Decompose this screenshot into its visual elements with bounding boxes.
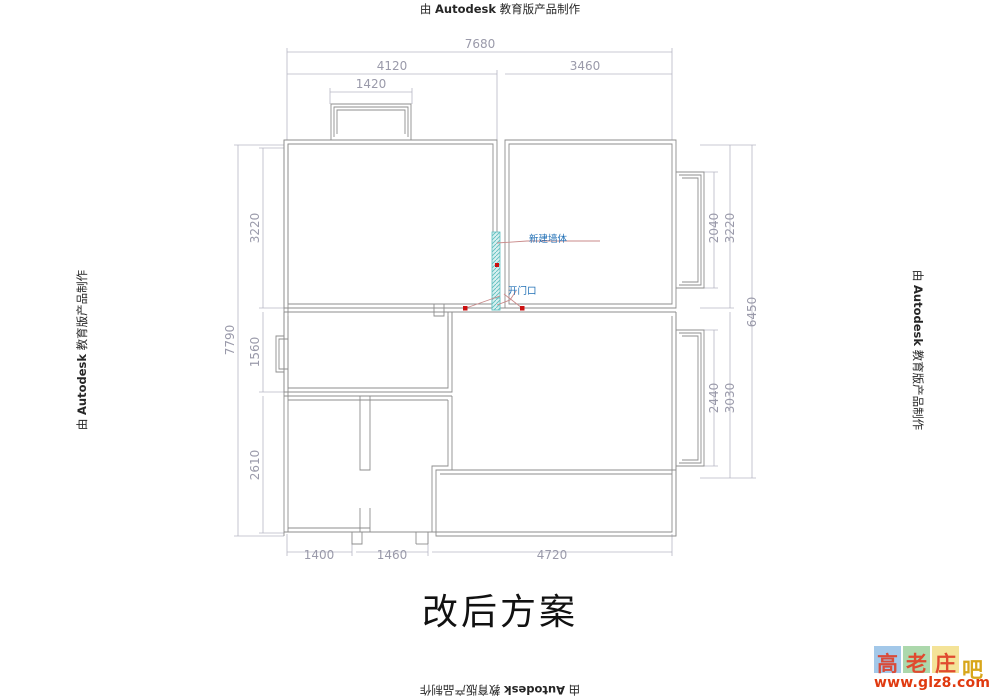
logo-square-2 — [903, 646, 930, 673]
dimension-bottom-left: 1400 — [304, 548, 335, 562]
dimension-lines — [234, 48, 756, 556]
dimension-right-lower-balcony: 2440 — [707, 383, 721, 414]
dimension-bottom-mid: 1460 — [377, 548, 408, 562]
annotation-leaders — [465, 240, 600, 309]
logo-url-text[interactable]: www.glz8.com — [874, 675, 991, 691]
annotation-markers — [463, 263, 525, 311]
dimension-left-lower: 2610 — [248, 450, 262, 481]
watermark-top-prefix: 由 — [419, 2, 432, 16]
dimension-bottom-right: 4720 — [537, 548, 568, 562]
dimension-right-overall: 6450 — [745, 297, 759, 328]
page-title: 改后方案 — [421, 592, 578, 633]
dimension-right-upper-balcony: 2040 — [707, 213, 721, 244]
marker-door-left — [463, 306, 468, 311]
annotation-new-wall-label: 新建墙体 — [529, 233, 568, 245]
logo-char-3: 庄 — [935, 651, 956, 676]
logo-char-1: 高 — [877, 651, 898, 676]
logo-square-1 — [874, 646, 901, 673]
marker-new-wall — [495, 263, 499, 267]
dimension-top-overall: 7680 — [465, 37, 496, 51]
dimension-right-lower: 3030 — [723, 383, 737, 414]
logo-square-3 — [932, 646, 959, 673]
logo-char-4: 吧 — [962, 657, 983, 682]
site-logo[interactable]: 高 老 庄 吧 www.glz8.com — [872, 646, 992, 694]
dimension-right-upper: 3220 — [723, 213, 737, 244]
watermark-top-brand: Autodesk — [434, 2, 497, 16]
watermark-top-suffix: 教育版产品制作 — [499, 2, 581, 16]
dimension-left-upper: 3220 — [248, 213, 262, 244]
annotation-door-opening-label: 开门口 — [508, 285, 537, 297]
logo-char-2: 老 — [906, 651, 927, 676]
dimension-top-right: 3460 — [570, 59, 601, 73]
walls — [275, 103, 705, 545]
dimension-top-window: 1420 — [356, 77, 387, 91]
dimension-left-overall: 7790 — [223, 325, 237, 356]
dimension-top-left: 4120 — [377, 59, 408, 73]
dimension-left-middle: 1560 — [248, 337, 262, 368]
watermark-top: 由 Autodesk 教育版产品制作 — [420, 1, 580, 17]
marker-door-right — [520, 306, 525, 311]
